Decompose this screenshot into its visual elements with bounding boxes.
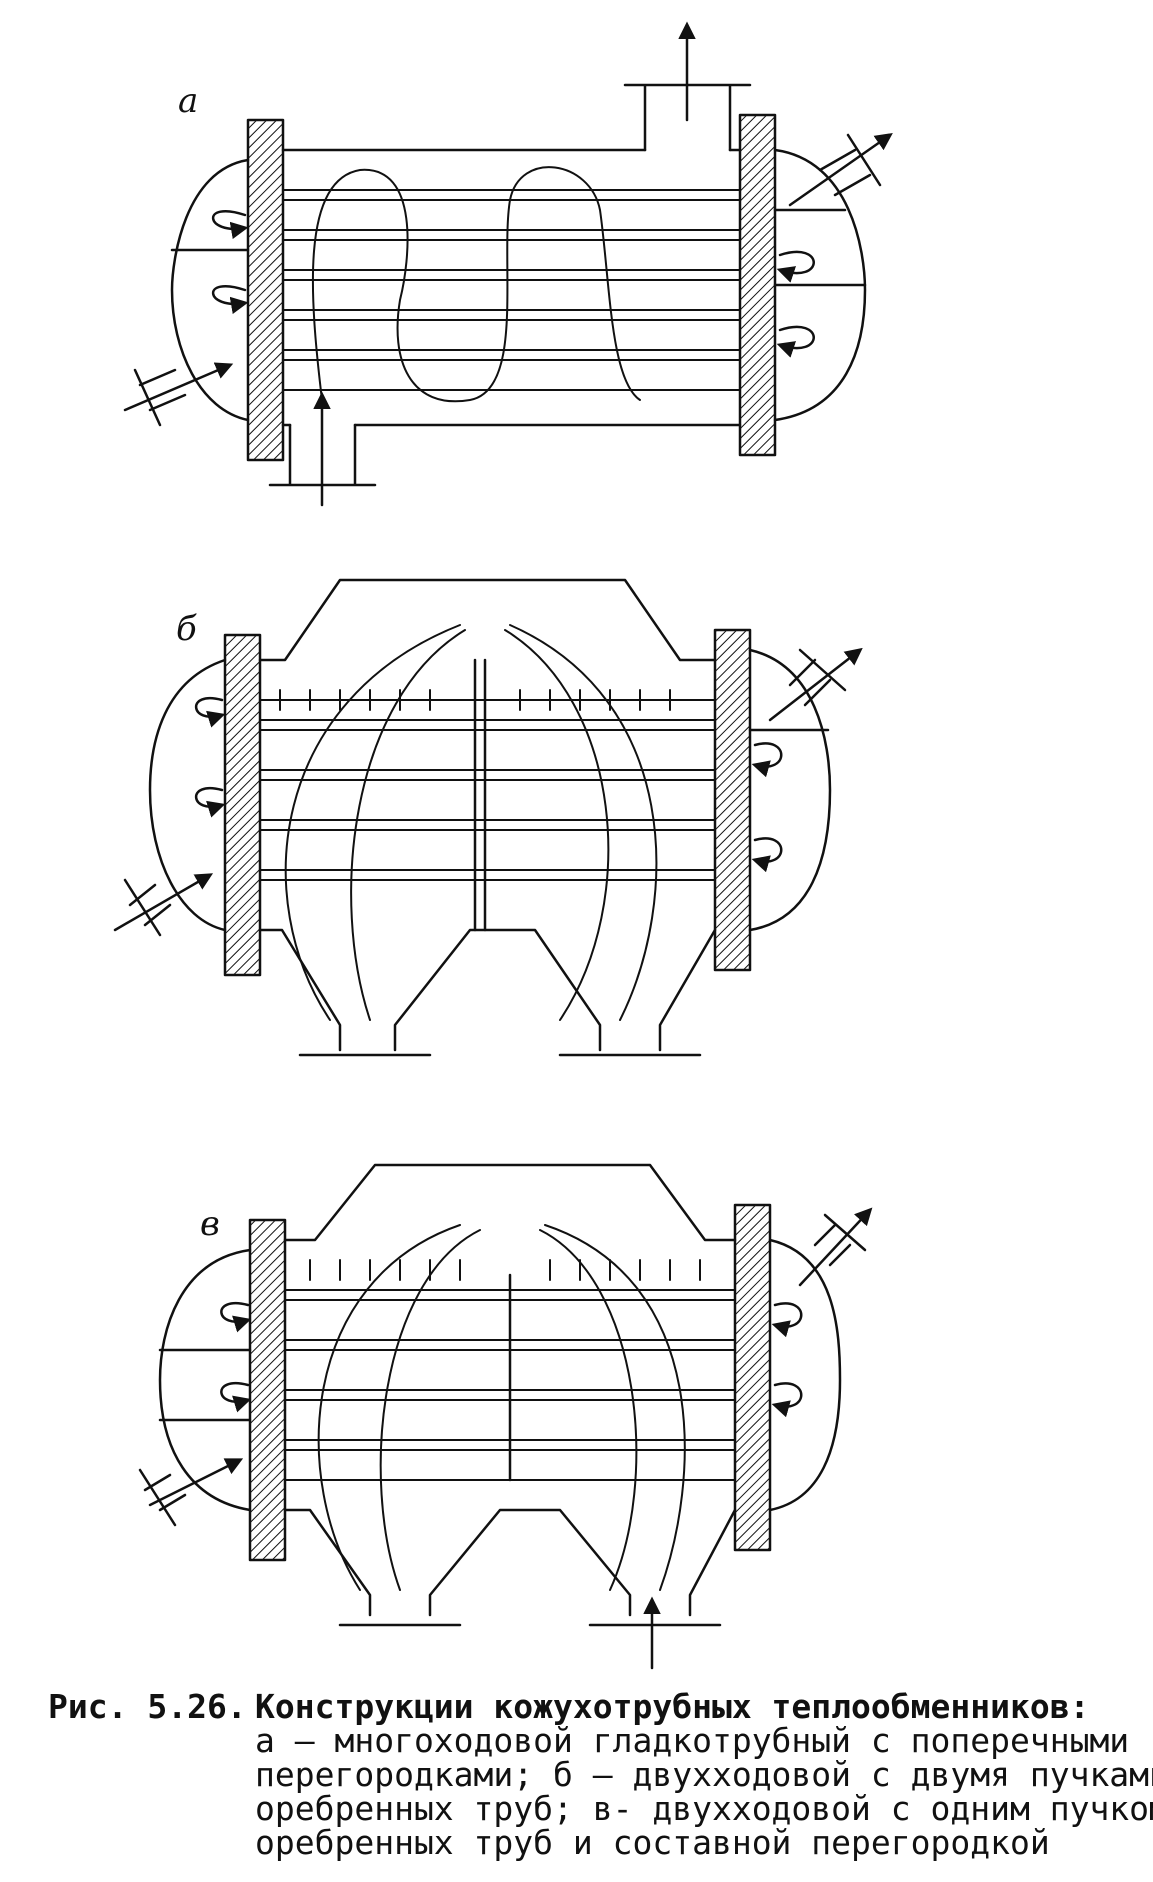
panel-b-label: б [176,609,197,649]
panel-b-right-outlet-arrow [768,647,863,722]
panel-c-head-partitions [158,1348,252,1422]
panel-b-left-flange [223,633,262,977]
panel-a-head-partitions [170,208,867,287]
panel-b-left-head [148,658,227,932]
panel-c-left-inlet [138,1468,187,1527]
panel-c-left-head [158,1248,252,1512]
panel-a-shell-flow [311,166,641,403]
panel-c-shell-bottom [283,1508,737,1617]
caption-title: Конструкции кожухотрубных теплообменнико… [255,1687,1090,1726]
panel-b-left-inlet [123,878,172,937]
panel-a-right-flange [738,113,777,457]
caption-line: оребренных труб; в- двухходовой с одним … [255,1789,1153,1828]
panel-b-exchanger: б [113,578,863,1057]
panel-c-head-flow [220,1302,803,1418]
panel-b-right-flange [713,628,752,972]
panel-a-right-outlet-arrow [788,132,893,207]
panel-a-label: а [178,81,198,121]
panel-a-head-flow [211,209,815,358]
panel-c-exchanger: в [138,1163,873,1670]
panel-b-head-flow [194,697,783,873]
panel-c-right-outlet-arrow [798,1207,873,1287]
panel-c-tube-bundle [284,1259,736,1481]
panel-b-shell-dome [258,578,717,662]
panel-a-left-inlet-arrow [123,362,234,412]
panel-c-shell-dome [283,1163,737,1242]
panel-a-left-inlet [133,368,187,427]
panel-a-right-outlet [818,133,882,197]
panel-b-shell-bottom [258,928,717,1052]
panel-c-shell-flow [317,1224,686,1591]
caption-line: перегородками; б – двухходовой с двумя п… [255,1755,1153,1794]
panel-b-shell-flow [284,624,658,1021]
caption-body: Конструкции кожухотрубных теплообменнико… [255,1687,1153,1862]
panel-b-central-partition [473,658,487,932]
caption-line: а – многоходовой гладкотрубный с попереч… [255,1721,1130,1760]
panel-a-right-head [773,148,867,422]
panel-c-right-outlet [813,1213,867,1267]
panel-c-left-inlet-arrow [148,1458,244,1507]
caption-number: Рис. 5.26. [48,1687,247,1726]
panel-a-left-head [170,158,250,422]
panel-c-left-flange [248,1218,287,1562]
caption-line: оребренных труб и составной перегородкой [255,1823,1050,1862]
panel-c-right-flange [733,1203,772,1552]
panel-b-tube-bundle [259,689,716,881]
panel-a-shell [281,148,742,427]
panel-a-tube-bundle [282,189,741,391]
panel-c-label: в [200,1204,220,1244]
panel-a-exchanger: а [123,21,893,507]
panel-b-left-inlet-arrow [113,873,214,932]
panel-b-right-outlet [788,648,847,707]
panel-a-left-flange [246,118,285,462]
heat-exchanger-figure: а б [113,21,893,1670]
